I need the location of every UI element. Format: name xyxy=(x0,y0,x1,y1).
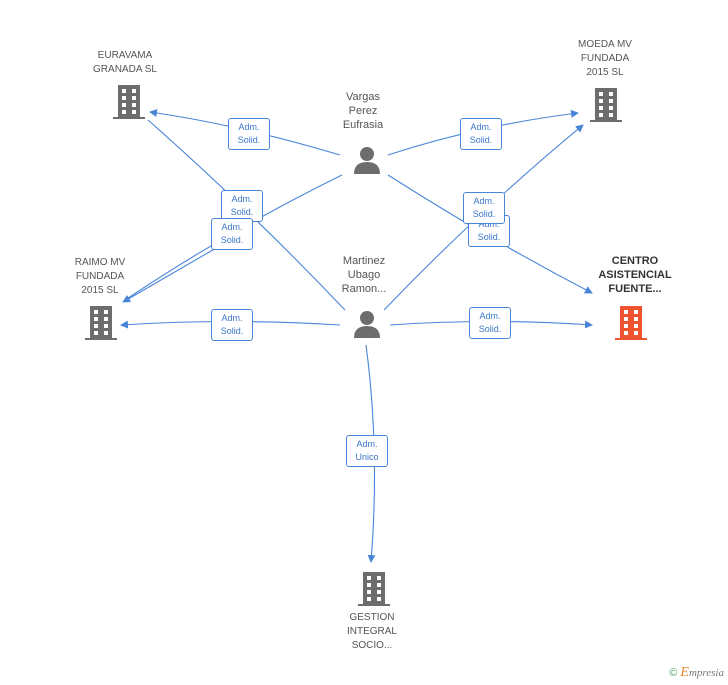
edge-label-vargas-euravama[interactable]: Adm. Solid. xyxy=(228,118,270,150)
company-label-centro: CENTRO ASISTENCIAL FUENTE... xyxy=(598,255,672,295)
edge-label-martinez-raimo[interactable]: Adm. Solid. xyxy=(211,309,253,341)
company-label-euravama: EURAVAMA GRANADA SL xyxy=(93,50,157,75)
edge-role-type: Solid. xyxy=(478,324,502,334)
brand-initial: E xyxy=(680,665,689,680)
building-icon[interactable] xyxy=(590,88,622,127)
building-icon-highlighted[interactable] xyxy=(615,306,647,345)
edge-role-type: Solid. xyxy=(230,207,254,217)
edge-role-type: Solid. xyxy=(477,232,501,242)
company-label-moeda: MOEDA MV FUNDADA 2015 SL xyxy=(578,39,632,78)
company-label-raimo: RAIMO MV FUNDADA 2015 SL xyxy=(74,257,126,296)
footer-credit: © Empresia xyxy=(669,665,724,681)
person-label-martinez: Martinez Ubago Ramon... xyxy=(341,255,387,295)
edge-role: Adm. xyxy=(221,313,243,323)
building-icon[interactable] xyxy=(85,306,117,345)
edge-role: Adm. xyxy=(231,194,253,204)
copyright-icon: © xyxy=(669,667,678,679)
edge-role: Adm. xyxy=(356,439,378,449)
edge-raimo-arrow xyxy=(122,239,231,303)
edge-role: Adm. xyxy=(238,122,260,132)
edge-role: Adm. xyxy=(473,196,495,206)
edge-role-type: Unico xyxy=(355,452,379,462)
edge-role: Adm. xyxy=(479,311,501,321)
building-icon[interactable] xyxy=(113,85,145,124)
edge-label-martinez-centro[interactable]: Adm. Solid. xyxy=(469,307,511,339)
person-label-vargas: Vargas Perez Eufrasia xyxy=(342,91,384,131)
person-icon[interactable] xyxy=(352,310,382,338)
edge-label-martinez-moeda[interactable]: Adm. Solid. xyxy=(463,192,505,224)
edge-role: Adm. xyxy=(478,219,500,229)
edge-label-vargas-moeda[interactable]: Adm. Solid. xyxy=(460,118,502,150)
person-icon[interactable] xyxy=(352,146,382,174)
edge-role: Adm. xyxy=(221,222,243,232)
company-label-gestion: GESTION INTEGRAL SOCIO... xyxy=(346,612,397,651)
edge-label-vargas-raimo[interactable]: Adm. Solid. xyxy=(211,218,253,250)
edge-role-type: Solid. xyxy=(220,326,244,336)
edge-role-type: Solid. xyxy=(237,135,261,145)
building-icon[interactable] xyxy=(358,572,390,611)
brand-logo[interactable]: Empresia xyxy=(680,665,724,680)
edge-role-type: Solid. xyxy=(220,235,244,245)
edge-role: Adm. xyxy=(470,122,492,132)
brand-name: mpresia xyxy=(688,667,724,679)
edge-role-type: Solid. xyxy=(469,135,493,145)
edge-label-martinez-gestion[interactable]: Adm. Unico xyxy=(346,435,388,467)
edge-role-type: Solid. xyxy=(472,209,496,219)
